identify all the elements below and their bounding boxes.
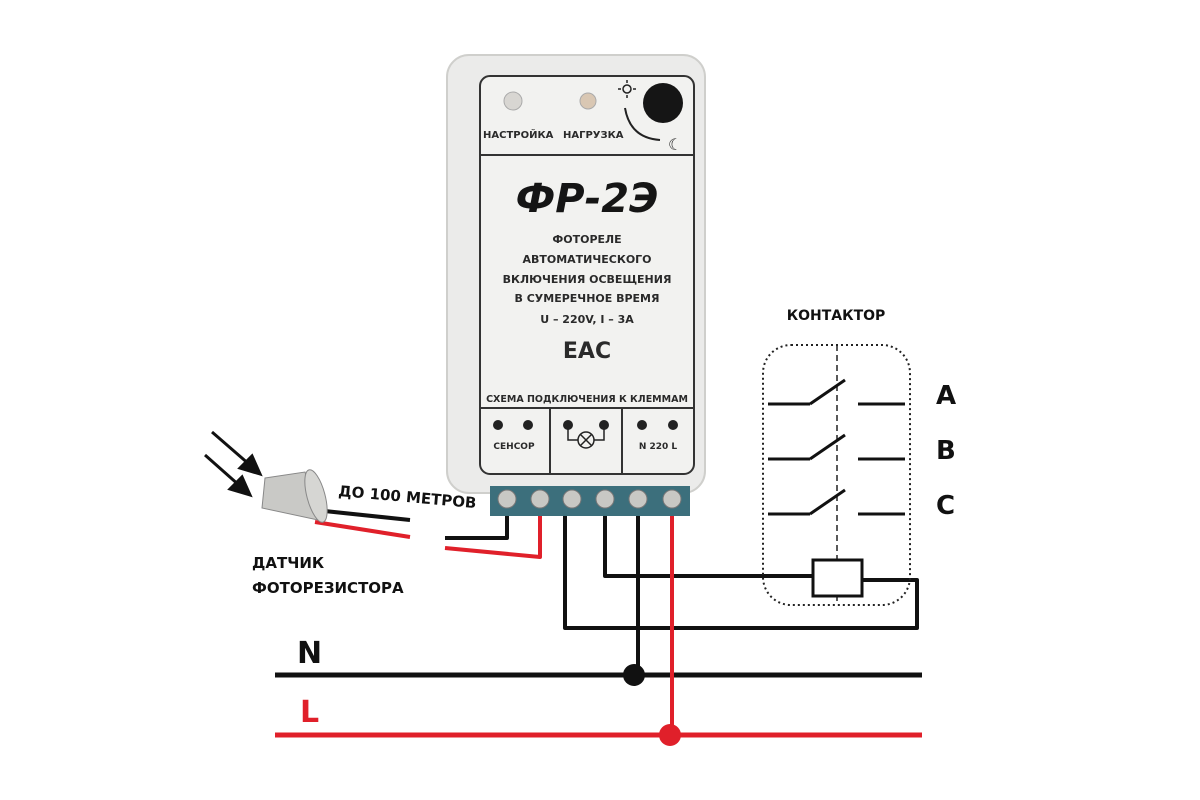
adjust-arrow-icon bbox=[624, 107, 661, 141]
neutral-junction bbox=[623, 664, 645, 686]
led-setup bbox=[503, 91, 523, 111]
neutral-label: N bbox=[297, 636, 322, 671]
contactor-coil bbox=[811, 558, 864, 598]
terminal-screw[interactable] bbox=[628, 489, 648, 509]
terminal-screw[interactable] bbox=[562, 489, 582, 509]
photoresistor-sensor bbox=[261, 469, 328, 523]
sensor-wire-black bbox=[445, 510, 509, 540]
live-junction bbox=[659, 724, 681, 746]
desc-line-2: АВТОМАТИЧЕСКОГО bbox=[522, 253, 651, 266]
desc-line-5: U – 220V, I – 3A bbox=[540, 313, 634, 326]
lamp-wire-1 bbox=[563, 510, 919, 630]
light-arrows-icon bbox=[204, 430, 263, 498]
terminal-screw[interactable] bbox=[530, 489, 550, 509]
contactor-title: КОНТАКТОР bbox=[787, 308, 886, 324]
terminal-sensor-label: СЕНСОР bbox=[493, 442, 535, 452]
desc-line-3: ВКЛЮЧЕНИЯ ОСВЕЩЕНИЯ bbox=[503, 273, 672, 286]
terminal-power-label: N 220 L bbox=[639, 442, 678, 452]
led-setup-label: НАСТРОЙКА bbox=[483, 128, 554, 141]
eac-mark: ЕАС bbox=[563, 339, 611, 364]
moon-icon: ☾ bbox=[668, 135, 682, 154]
sensor-wire-red bbox=[444, 510, 542, 559]
terminal-screw[interactable] bbox=[662, 489, 682, 509]
sensor-cable-black bbox=[314, 508, 411, 522]
phase-b-label: B bbox=[936, 436, 956, 466]
sensor-label-2: ФОТОРЕЗИСТОРА bbox=[252, 579, 404, 597]
sensitivity-knob[interactable] bbox=[643, 83, 683, 123]
contactor bbox=[762, 344, 911, 606]
led-load-label: НАГРУЗКА bbox=[563, 130, 624, 141]
lamp-icon bbox=[567, 425, 605, 449]
phase-a-label: A bbox=[936, 381, 956, 411]
photo-relay-device: НАСТРОЙКА НАГРУЗКА ☾ ФР-2Э ФОТОРЕЛЕ АВТО… bbox=[446, 54, 706, 494]
model-name: ФР-2Э bbox=[516, 176, 659, 222]
sun-icon bbox=[618, 80, 636, 98]
phase-c-label: C bbox=[936, 491, 955, 521]
lamp-wire-2 bbox=[603, 510, 813, 578]
scheme-title: СХЕМА ПОДКЛЮЧЕНИЯ К КЛЕММАМ bbox=[486, 394, 688, 405]
led-load bbox=[579, 92, 597, 110]
terminal-block bbox=[490, 486, 690, 516]
desc-line-1: ФОТОРЕЛЕ bbox=[552, 233, 621, 246]
live-label: L bbox=[300, 695, 319, 730]
sensor-cable-red bbox=[314, 520, 411, 539]
desc-line-4: В СУМЕРЕЧНОЕ ВРЕМЯ bbox=[515, 292, 660, 305]
wires bbox=[314, 508, 919, 735]
terminal-screw[interactable] bbox=[595, 489, 615, 509]
sensor-label-1: ДАТЧИК bbox=[252, 554, 325, 572]
terminal-screw[interactable] bbox=[497, 489, 517, 509]
